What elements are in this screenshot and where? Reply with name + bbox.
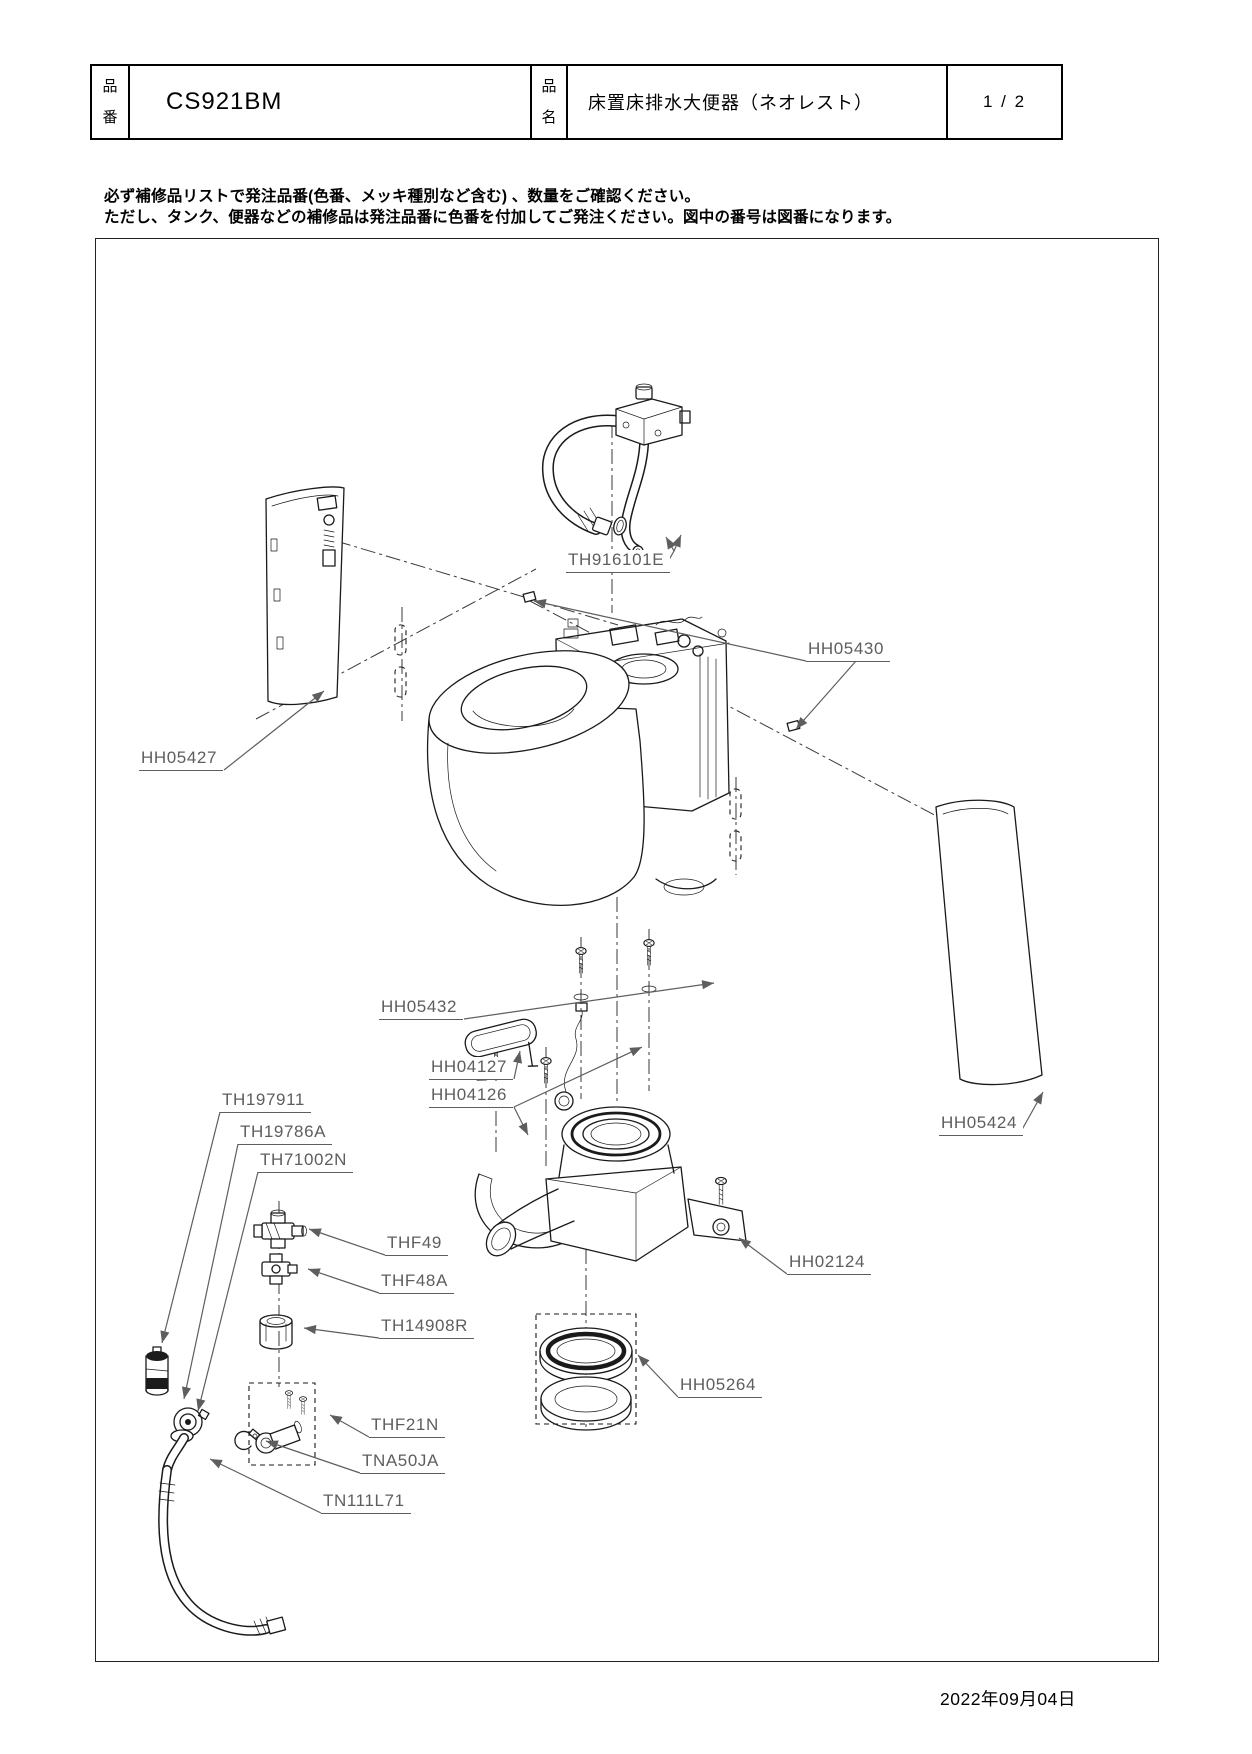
leader-lines	[160, 534, 1044, 1514]
part-label-hh05424: HH05424	[939, 1113, 1024, 1136]
part-number-label: 品番	[92, 66, 130, 138]
page-indicator: 1 / 2	[946, 66, 1061, 138]
part-label-th71002n: TH71002N	[258, 1150, 354, 1173]
product-name-label: 品名	[530, 66, 568, 138]
part-label-hh02124: HH02124	[787, 1252, 872, 1275]
part-number-label-text: 品番	[102, 77, 118, 127]
part-label-thf21n: THF21N	[369, 1415, 445, 1438]
title-table: 品番 CS921BM 品名 床置床排水大便器（ネオレスト） 1 / 2	[90, 64, 1063, 140]
supply-valve-cluster	[145, 1209, 316, 1636]
part-label-hh04126: HH04126	[429, 1085, 514, 1108]
right-side-panel	[935, 799, 1043, 1086]
part-label-hh05264: HH05264	[678, 1375, 763, 1398]
product-name-value: 床置床排水大便器（ネオレスト）	[588, 93, 873, 113]
drain-socket-assembly	[474, 939, 747, 1262]
seal-ring-set	[535, 1313, 637, 1431]
part-label-hh05432: HH05432	[379, 997, 464, 1020]
mount-slot-brackets	[394, 624, 742, 862]
part-label-hh05427: HH05427	[139, 748, 224, 771]
notice-line-2: ただし、タンク、便器などの補修品は発注品番に色番を付加してご発注ください。図中の…	[104, 209, 902, 226]
order-notice: 必ず補修品リストで発注品番(色番、メッキ種別など含む) 、数量をご確認ください。…	[104, 186, 901, 228]
part-number-value: CS921BM	[166, 88, 283, 115]
issue-date: 2022年09月04日	[940, 1689, 1076, 1709]
left-side-panel	[265, 486, 345, 706]
part-label-th197911: TH197911	[220, 1090, 311, 1113]
part-label-thf48a: THF48A	[379, 1271, 454, 1294]
part-label-hh05430: HH05430	[806, 639, 891, 662]
exploded-parts-diagram	[145, 383, 1044, 1636]
water-hose-assembly	[541, 383, 691, 557]
part-label-tn111l71: TN111L71	[321, 1491, 411, 1514]
part-label-tna50ja: TNA50JA	[360, 1451, 445, 1474]
product-name-label-text: 品名	[541, 77, 557, 127]
part-label-hh04127: HH04127	[429, 1057, 514, 1080]
part-label-th916101e: TH916101E	[566, 550, 671, 573]
part-label-th19786a: TH19786A	[238, 1122, 333, 1145]
part-label-thf49: THF49	[385, 1233, 448, 1256]
notice-line-1: 必ず補修品リストで発注品番(色番、メッキ種別など含む) 、数量をご確認ください。	[104, 188, 701, 205]
toilet-bowl	[426, 650, 717, 907]
part-label-th14908r: TH14908R	[379, 1316, 475, 1339]
